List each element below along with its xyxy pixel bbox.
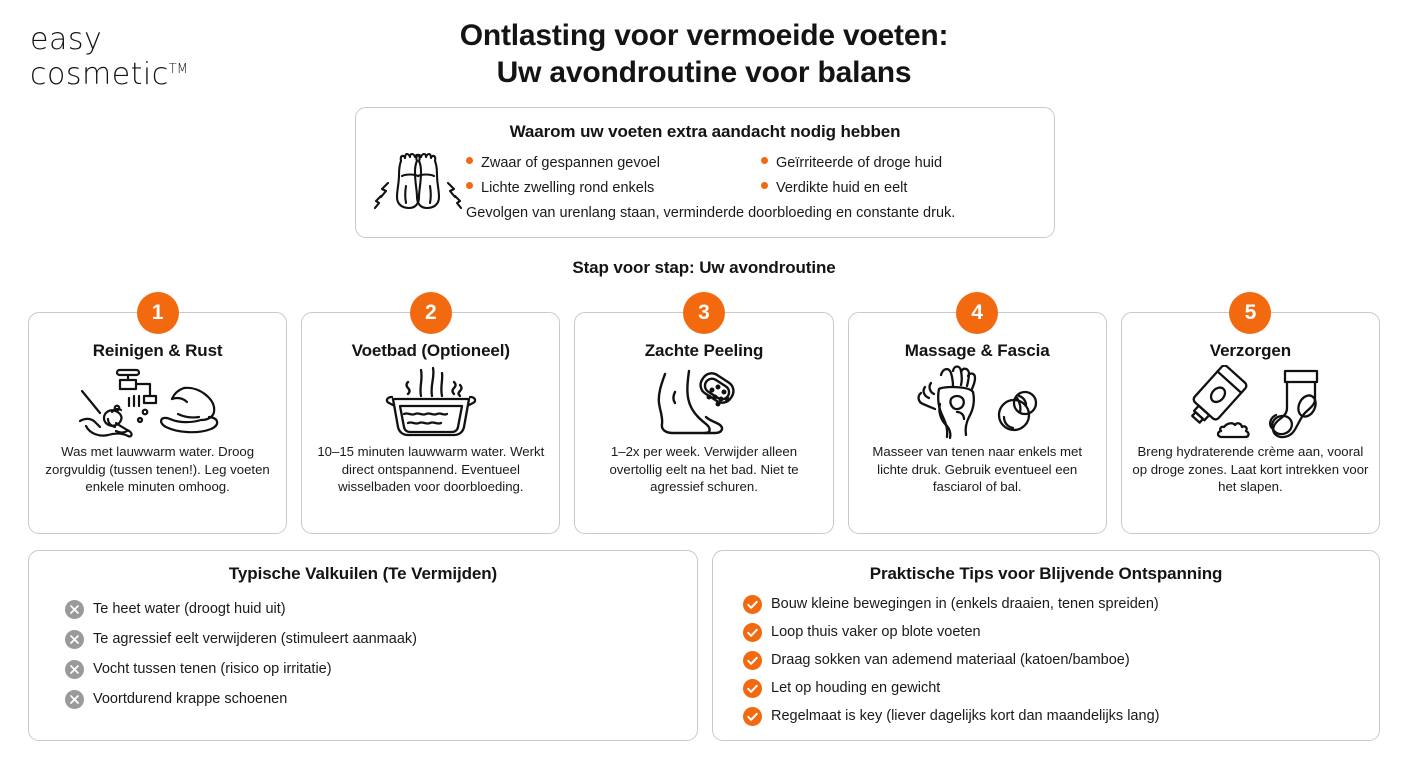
logo-word: cosmetic — [30, 57, 169, 93]
list-item: Vocht tussen tenen (risico op irritatie) — [47, 654, 679, 684]
bottom-row: Typische Valkuilen (Te Vermijden) Te hee… — [28, 550, 1380, 741]
foot-bath-basin-icon — [375, 365, 487, 441]
brand-logo: easy cosmeticTM — [30, 22, 188, 92]
step-description: 10–15 minuten lauwwarm water. Werkt dire… — [317, 444, 545, 495]
bullet-text: Zwaar of gespannen gevoel — [481, 155, 660, 172]
bullet-text: Verdikte huid en eelt — [776, 180, 908, 196]
step-title: Massage & Fascia — [904, 341, 1050, 360]
cream-tube-sock-icon — [1172, 365, 1328, 441]
handwash-tap-icon — [72, 365, 244, 441]
step-title: Voetbad (Optioneel) — [351, 341, 510, 360]
foot-pumice-stone-icon — [651, 365, 757, 441]
pitfalls-list: Te heet water (droogt huid uit) Te agres… — [47, 594, 679, 714]
tips-heading: Praktische Tips voor Blijvende Ontspanni… — [869, 564, 1223, 583]
why-box-body: Zwaar of gespannen gevoel Lichte zwellin… — [356, 150, 1054, 222]
step-number-badge: 4 — [956, 292, 999, 334]
list-item: Te agressief eelt verwijderen (stimuleer… — [47, 624, 679, 654]
tip-text: Regelmaat is key (liever dagelijks kort … — [771, 708, 1160, 724]
tip-text: Bouw kleine bewegingen in (enkels draaie… — [771, 596, 1159, 612]
why-box-note: Gevolgen van urenlang staan, verminderde… — [466, 204, 956, 221]
bullet-text: Lichte zwelling rond enkels — [481, 180, 655, 196]
step-description: Masseer van tenen naar enkels met lichte… — [872, 444, 1083, 495]
list-item: Te heet water (droogt huid uit) — [47, 594, 679, 624]
bullet-dot-icon — [761, 182, 768, 189]
bullet-dot-icon — [466, 182, 473, 189]
step-description: 1–2x per week. Verwijder alleen overtoll… — [609, 444, 799, 495]
step-description: Breng hydraterende crème aan, vooral op … — [1132, 444, 1369, 495]
cross-circle-icon — [65, 689, 84, 709]
list-item: Verdikte huid en eelt — [761, 176, 1040, 201]
step-title: Verzorgen — [1209, 341, 1292, 360]
title-line-1: Ontlasting voor vermoeide voeten: — [459, 19, 949, 52]
why-bullet-columns: Zwaar of gespannen gevoel Lichte zwellin… — [466, 151, 1040, 201]
check-circle-icon — [743, 622, 762, 642]
list-item: Regelmaat is key (liever dagelijks kort … — [731, 702, 1361, 730]
step-title: Zachte Peeling — [644, 341, 764, 360]
tired-feet-icon — [370, 150, 466, 222]
list-item: Loop thuis vaker op blote voeten — [731, 618, 1361, 646]
step-card-3[interactable]: 3 Zachte Peeling 1–2x per week. Verwijde… — [574, 292, 834, 534]
pitfalls-box: Typische Valkuilen (Te Vermijden) Te hee… — [28, 550, 698, 741]
tip-text: Loop thuis vaker op blote voeten — [771, 624, 981, 640]
title-line-2: Uw avondroutine voor balans — [496, 55, 912, 89]
why-feet-need-attention-box: Waarom uw voeten extra aandacht nodig he… — [355, 107, 1055, 238]
list-item: Voortdurend krappe schoenen — [47, 684, 679, 714]
bullet-dot-icon — [466, 157, 473, 165]
why-box-content: Zwaar of gespannen gevoel Lichte zwellin… — [466, 151, 1040, 221]
bullet-dot-icon — [761, 157, 768, 165]
logo-line-1: easy — [30, 22, 103, 57]
cross-circle-icon — [65, 599, 84, 619]
pitfall-text: Vocht tussen tenen (risico op irritatie) — [93, 661, 332, 677]
page-title: Ontlasting voor vermoeide voeten: Uw avo… — [330, 18, 1078, 92]
check-circle-icon — [743, 594, 762, 614]
trademark-symbol: TM — [168, 62, 188, 78]
cross-circle-icon — [65, 629, 84, 649]
tips-list: Bouw kleine bewegingen in (enkels draaie… — [731, 590, 1361, 730]
check-circle-icon — [743, 650, 762, 670]
list-item: Bouw kleine bewegingen in (enkels draaie… — [731, 590, 1361, 618]
pitfalls-heading: Typische Valkuilen (Te Vermijden) — [228, 564, 498, 583]
tips-box: Praktische Tips voor Blijvende Ontspanni… — [712, 550, 1380, 741]
step-card-5[interactable]: 5 Verzorgen — [1120, 292, 1381, 534]
pitfall-text: Te agressief eelt verwijderen (stimuleer… — [93, 631, 417, 647]
cross-circle-icon — [65, 659, 84, 679]
list-item: Let op houding en gewicht — [731, 674, 1361, 702]
list-item: Lichte zwelling rond enkels — [466, 176, 745, 201]
step-card-2[interactable]: 2 Voetbad (Optioneel) 10 — [301, 292, 561, 534]
pitfall-text: Te heet water (droogt huid uit) — [93, 601, 286, 617]
step-card-4[interactable]: 4 Massage & Fascia — [847, 292, 1107, 534]
why-bullets-left: Zwaar of gespannen gevoel Lichte zwellin… — [466, 151, 745, 201]
pitfall-text: Voortdurend krappe schoenen — [93, 691, 288, 707]
logo-line-2: cosmeticTM — [30, 57, 188, 92]
step-number-badge: 5 — [1229, 292, 1272, 334]
check-circle-icon — [743, 678, 762, 698]
why-box-heading: Waarom uw voeten extra aandacht nodig he… — [509, 122, 901, 141]
step-description: Was met lauwwarm water. Droog zorgvuldig… — [45, 444, 270, 495]
bullet-text: Geïrriteerde of droge huid — [776, 155, 943, 172]
check-circle-icon — [743, 706, 762, 726]
step-card-1[interactable]: 1 Reinigen & Rust — [28, 292, 288, 534]
step-number-badge: 2 — [409, 292, 452, 334]
list-item: Geïrriteerde of droge huid — [761, 151, 1040, 176]
foot-massage-hands-icon — [911, 365, 1043, 441]
why-bullets-right: Geïrriteerde of droge huid Verdikte huid… — [745, 151, 1040, 201]
steps-row: 1 Reinigen & Rust — [28, 292, 1381, 534]
tip-text: Draag sokken van ademend materiaal (kato… — [771, 652, 1130, 668]
tip-text: Let op houding en gewicht — [771, 680, 941, 696]
list-item: Zwaar of gespannen gevoel — [466, 151, 745, 176]
list-item: Draag sokken van ademend materiaal (kato… — [731, 646, 1361, 674]
step-title: Reinigen & Rust — [92, 341, 223, 360]
step-number-badge: 1 — [136, 292, 179, 334]
step-number-badge: 3 — [683, 292, 725, 334]
steps-section-heading: Stap voor stap: Uw avondroutine — [572, 258, 836, 277]
